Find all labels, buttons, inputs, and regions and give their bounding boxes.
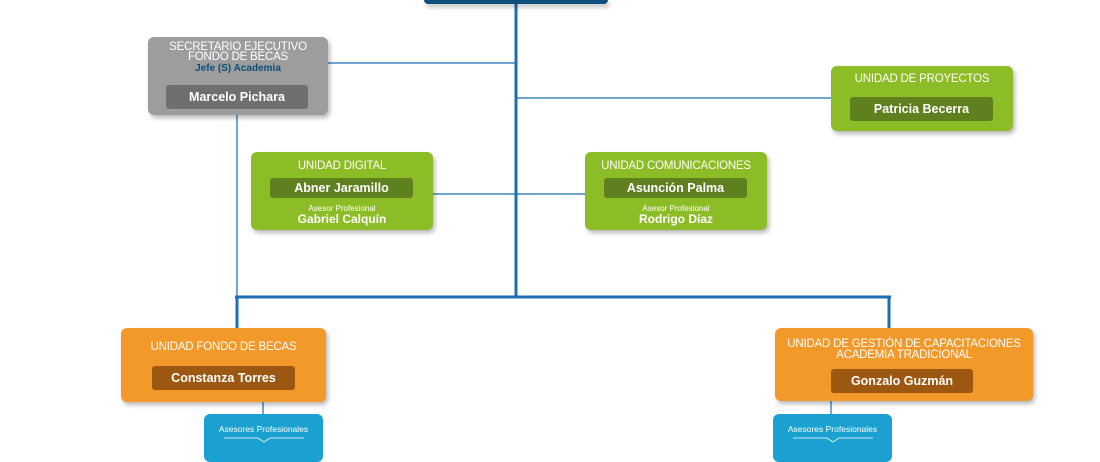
asesores-fondo-becas-label: Asesores Profesionales [218, 424, 309, 434]
unidad-fondo-becas-box: UNIDAD FONDO DE BECAS Constanza Torres [121, 328, 326, 402]
secretario-subtitle: Jefe (S) Academia [195, 63, 281, 74]
proyectos-name: Patricia Becerra [850, 97, 993, 121]
fondo-becas-name: Constanza Torres [152, 366, 295, 390]
unidad-comunicaciones-box: UNIDAD COMUNICACIONES Asunción Palma Ase… [585, 152, 767, 230]
proyectos-title: UNIDAD DE PROYECTOS [854, 73, 990, 85]
connector-lines [235, 0, 891, 415]
secretario-title-line1: SECRETARIO EJECUTIVO [169, 41, 307, 53]
secretario-title-line2: FONDO DE BECAS [187, 51, 289, 63]
unidad-digital-box: UNIDAD DIGITAL Abner Jaramillo Asesor Pr… [251, 152, 433, 230]
secretario-name: Marcelo Pichara [166, 85, 308, 109]
comunicaciones-title: UNIDAD COMUNICACIONES [601, 160, 751, 172]
comunicaciones-advisor-name: Rodrigo Díaz [639, 212, 713, 226]
top-director-box [424, 0, 608, 4]
digital-name: Abner Jaramillo [270, 178, 413, 198]
fondo-becas-title: UNIDAD FONDO DE BECAS [150, 341, 297, 353]
asesores-capacitaciones-label: Asesores Profesionales [787, 424, 878, 434]
asesores-fondo-becas-box: Asesores Profesionales [204, 414, 323, 462]
capacitaciones-title-line1: UNIDAD DE GESTIÓN DE CAPACITACIONES [787, 338, 1021, 350]
unidad-capacitaciones-box: UNIDAD DE GESTIÓN DE CAPACITACIONES ACAD… [775, 328, 1033, 401]
asesores-capacitaciones-box: Asesores Profesionales [773, 414, 892, 462]
comunicaciones-advisor-label: Asesor Profesional [642, 204, 710, 213]
capacitaciones-name: Gonzalo Guzmán [831, 369, 973, 393]
digital-advisor-label: Asesor Profesional [308, 204, 376, 213]
asesores-fondo-becas-divider [223, 437, 304, 443]
digital-title: UNIDAD DIGITAL [297, 160, 387, 172]
unidad-proyectos-box: UNIDAD DE PROYECTOS Patricia Becerra [831, 66, 1013, 131]
asesores-capacitaciones-divider [792, 437, 873, 443]
comunicaciones-name: Asunción Palma [604, 178, 747, 198]
digital-advisor-name: Gabriel Calquín [297, 212, 387, 226]
capacitaciones-title-line2: ACADEMIA TRADICIONAL [836, 349, 972, 361]
secretario-ejecutivo-box: SECRETARIO EJECUTIVO FONDO DE BECAS Jefe… [148, 37, 328, 115]
